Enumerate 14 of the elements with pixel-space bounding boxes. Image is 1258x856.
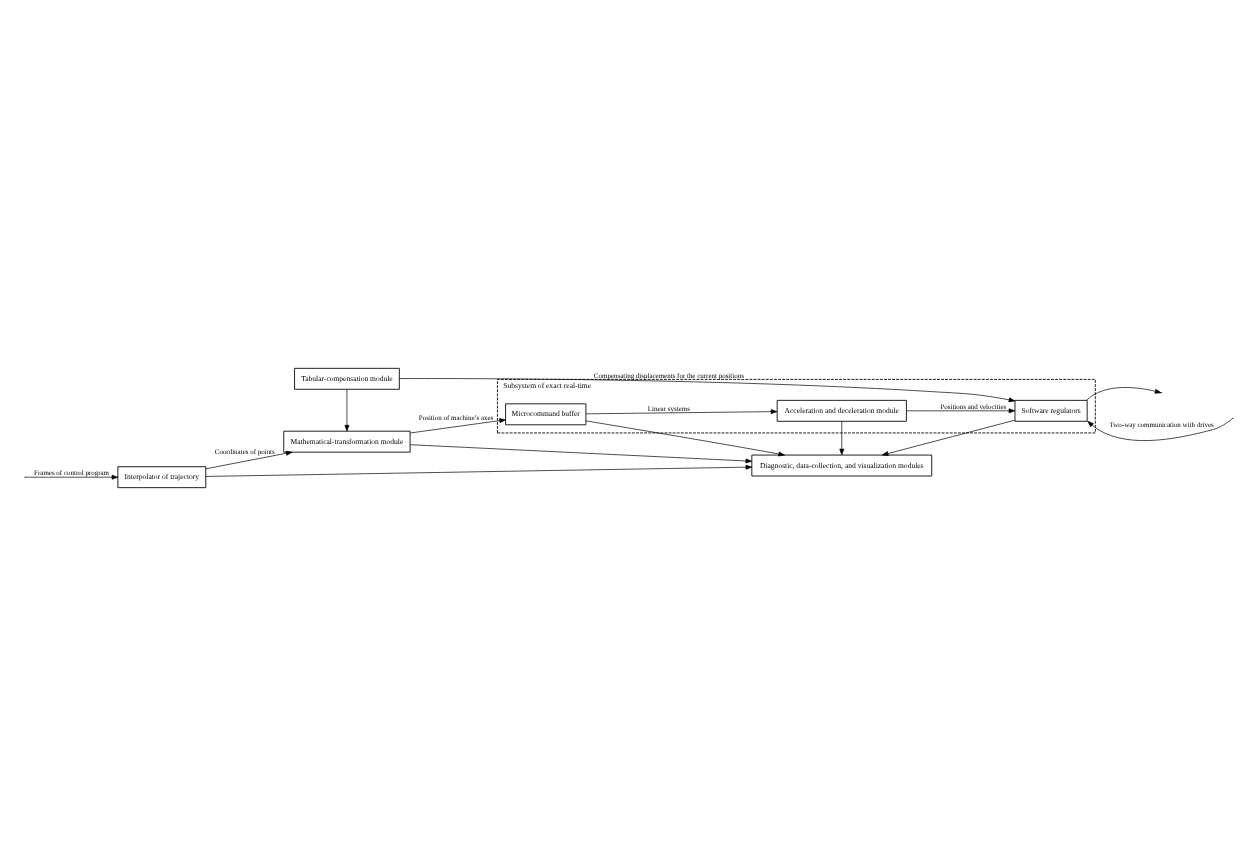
arrow bbox=[906, 408, 1016, 414]
arrow bbox=[409, 444, 753, 464]
arrow bbox=[585, 420, 785, 457]
arrow bbox=[205, 464, 753, 477]
arrow bbox=[585, 409, 778, 415]
arrow bbox=[839, 420, 845, 456]
arrow bbox=[881, 419, 1016, 456]
arrow bbox=[399, 378, 1016, 403]
arrow bbox=[1087, 418, 1233, 441]
arrow bbox=[1086, 387, 1162, 401]
arrow bbox=[344, 389, 350, 432]
arrow bbox=[205, 450, 293, 470]
arrow bbox=[24, 474, 119, 480]
arrow bbox=[410, 418, 506, 434]
